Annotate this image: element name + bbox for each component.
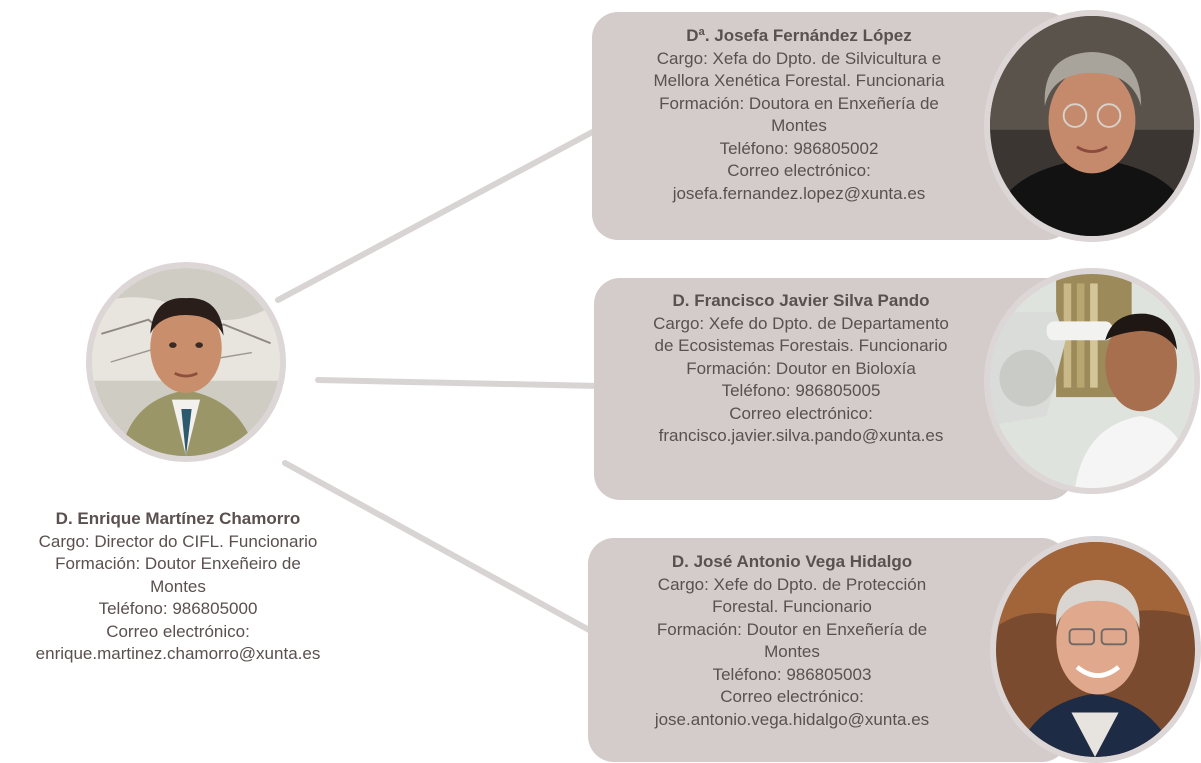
staff-cargo: Cargo: Xefa do Dpto. de Silvicultura e xyxy=(656,48,942,68)
staff-formacion-cont: Montes xyxy=(771,116,827,135)
director-telefono: Teléfono: 986805000 xyxy=(98,599,258,618)
staff-telefono: Teléfono: 986805003 xyxy=(712,664,872,684)
francisco-photo xyxy=(984,268,1200,494)
staff-cargo-cont: Mellora Xenética Forestal. Funcionaria xyxy=(653,71,945,90)
staff-correo-label: Correo electrónico: xyxy=(727,161,871,180)
director-formacion-cont: Montes xyxy=(150,576,206,596)
staff-correo-label: Correo electrónico: xyxy=(729,403,873,423)
staff-card-francisco: D. Francisco Javier Silva Pando Cargo: X… xyxy=(594,278,1074,500)
staff-cargo-cont: de Ecosistemas Forestais. Funcionario xyxy=(654,336,948,355)
staff-cargo: Cargo: Xefe do Dpto. de Protección xyxy=(657,574,927,594)
director-cargo: Cargo: Director do CIFL. Funcionario xyxy=(38,531,318,551)
staff-card-jose: D. José Antonio Vega Hidalgo Cargo: Xefe… xyxy=(588,538,1068,762)
josefa-portrait xyxy=(990,16,1194,236)
director-correo-label: Correo electrónico: xyxy=(106,621,250,641)
jose-portrait xyxy=(996,542,1195,757)
staff-formacion: Formación: Doutor en Enxeñería de xyxy=(656,619,928,639)
staff-formacion-cont: Montes xyxy=(764,642,820,661)
staff-name: D. José Antonio Vega Hidalgo xyxy=(671,552,913,571)
director-name: D. Enrique Martínez Chamorro xyxy=(55,509,301,528)
staff-correo[interactable]: josefa.fernandez.lopez@xunta.es xyxy=(672,183,926,203)
connector-to-jose xyxy=(282,460,603,639)
staff-cargo: Cargo: Xefe do Dpto. de Departamento xyxy=(653,313,949,333)
staff-formacion: Formación: Doutor en Bioloxía xyxy=(686,358,916,378)
director-info: D. Enrique Martínez Chamorro Cargo: Dire… xyxy=(0,508,356,666)
staff-correo[interactable]: francisco.javier.silva.pando@xunta.es xyxy=(658,426,944,445)
josefa-photo xyxy=(984,10,1200,242)
staff-correo[interactable]: jose.antonio.vega.hidalgo@xunta.es xyxy=(654,709,930,729)
director-correo[interactable]: enrique.martinez.chamorro@xunta.es xyxy=(35,644,321,663)
connector-to-josefa xyxy=(275,125,603,303)
staff-telefono: Teléfono: 986805005 xyxy=(721,381,881,400)
staff-name: Dª. Josefa Fernández López xyxy=(686,26,912,45)
connector-to-francisco xyxy=(315,377,603,389)
staff-telefono: Teléfono: 986805002 xyxy=(719,138,879,158)
director-portrait xyxy=(92,268,280,456)
staff-formacion: Formación: Doutora en Enxeñería de xyxy=(659,93,939,113)
staff-correo-label: Correo electrónico: xyxy=(720,687,864,706)
director-formacion: Formación: Doutor Enxeñeiro de xyxy=(55,554,301,573)
francisco-portrait xyxy=(990,274,1194,488)
director-photo xyxy=(86,262,286,462)
staff-cargo-cont: Forestal. Funcionario xyxy=(712,597,872,616)
jose-photo xyxy=(990,536,1201,763)
staff-name: D. Francisco Javier Silva Pando xyxy=(672,291,930,310)
